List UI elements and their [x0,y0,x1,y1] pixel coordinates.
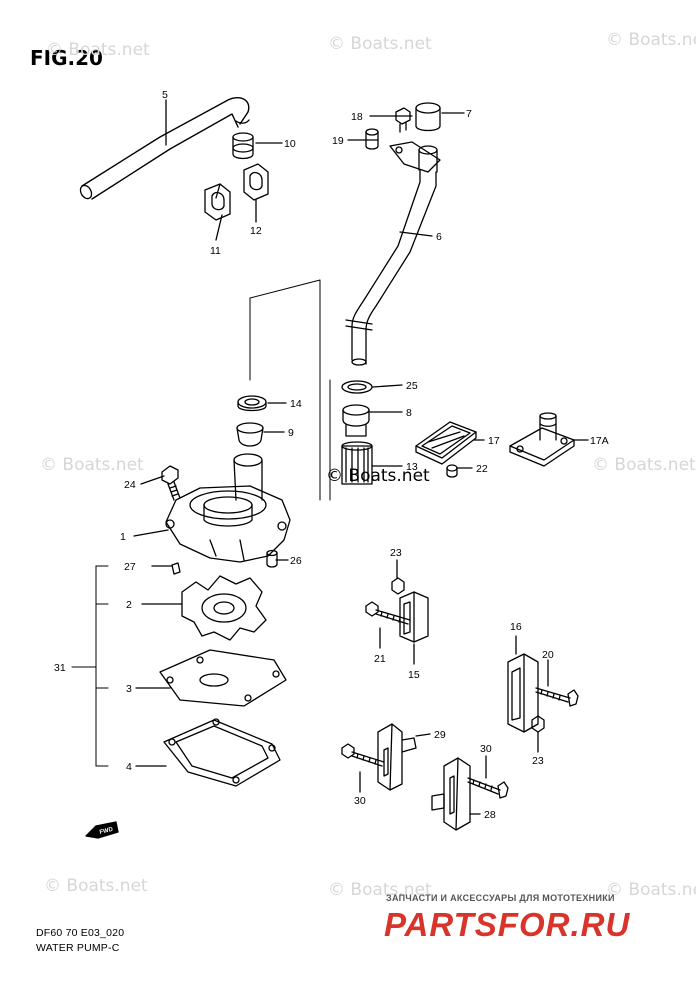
shop-logo: PARTSFOR.RU [384,906,631,943]
callout-20: 20 [542,649,554,661]
pipe-part-6 [345,141,441,366]
nut-part-23-upper [391,559,405,595]
callout-6: 6 [436,231,442,243]
callout-28: 28 [484,809,496,821]
bracket-part-28 [431,757,481,831]
callout-2: 2 [126,599,132,611]
bolt-part-24 [161,465,181,501]
hose-part-5 [79,96,250,200]
watermark: © Boats.net [606,880,696,900]
watermark: © Boats.net [40,455,144,475]
block-part-16 [507,635,539,733]
callout-23-lower: 23 [532,755,544,767]
figure-name: WATER PUMP-C [36,942,120,954]
grommet-part-9 [236,422,264,447]
callout-16: 16 [510,621,522,633]
callout-10: 10 [284,138,296,150]
callout-18: 18 [351,111,363,123]
callout-17: 17 [488,435,500,447]
callout-8: 8 [406,407,412,419]
callout-30-left: 30 [354,795,366,807]
callout-19: 19 [332,135,344,147]
callout-12: 12 [250,225,262,237]
plate-part-17a [509,412,575,467]
callout-3: 3 [126,683,132,695]
watermark: © Boats.net [328,34,432,54]
screw-part-22 [446,464,458,478]
bracket-part-29 [377,723,431,791]
callout-27: 27 [124,561,136,573]
callout-5: 5 [162,89,168,101]
plate-part-3 [159,649,287,707]
callout-25: 25 [406,380,418,392]
callout-7: 7 [466,108,472,120]
key-part-27 [171,562,181,575]
figure-code: DF60 70 E03_020 [36,927,125,939]
callout-11: 11 [210,245,221,257]
callout-31: 31 [54,662,66,674]
bracket-part-11 [204,183,231,221]
callout-29: 29 [434,729,446,741]
grommet-part-10 [232,132,254,160]
impeller-part-2 [181,575,267,641]
callout-1: 1 [120,531,126,543]
callout-24: 24 [124,479,136,491]
watermark: © Boats.net [328,880,432,900]
bolt-part-18 [395,107,411,133]
bolt-part-20 [535,659,579,707]
watermark: © Boats.net [606,30,696,50]
block-part-15 [399,591,429,665]
callout-15: 15 [408,669,420,681]
callout-4: 4 [126,761,132,773]
strainer-part-13 [341,441,373,485]
callout-21: 21 [374,653,386,665]
washer-part-14 [237,395,267,412]
callout-13: 13 [406,461,418,473]
pump-housing-part-1 [165,453,291,563]
pin-part-26 [266,549,278,568]
o-ring-part-25 [341,380,373,394]
fwd-arrow-icon [85,821,119,839]
callout-23-upper: 23 [390,547,402,559]
callout-30-right: 30 [480,743,492,755]
callout-17a: 17A [590,435,609,447]
watermark-main: © Boats.net [326,466,430,486]
cap-part-7 [415,102,441,132]
callout-22: 22 [476,463,488,475]
bracket-part-12 [243,163,269,201]
figure-title: FIG.20 [30,46,103,70]
callout-9: 9 [288,427,294,439]
callout-26: 26 [290,555,302,567]
gasket-part-4 [163,718,281,787]
nut-part-23-lower [531,715,545,753]
shop-caption: ЗАПЧАСТИ И АКСЕССУАРЫ ДЛЯ МОТОТЕХНИКИ [386,893,615,903]
seal-part-8 [342,404,370,437]
watermark: © Boats.net [592,455,696,475]
plate-part-17 [415,421,477,465]
watermark: © Boats.net [46,40,150,60]
bolt-part-30-left [341,743,385,793]
callout-14: 14 [290,398,302,410]
bolt-part-30-right [467,755,509,799]
watermark: © Boats.net [44,876,148,896]
pin-part-19 [365,128,379,150]
fwd-label: FWD [99,827,114,836]
